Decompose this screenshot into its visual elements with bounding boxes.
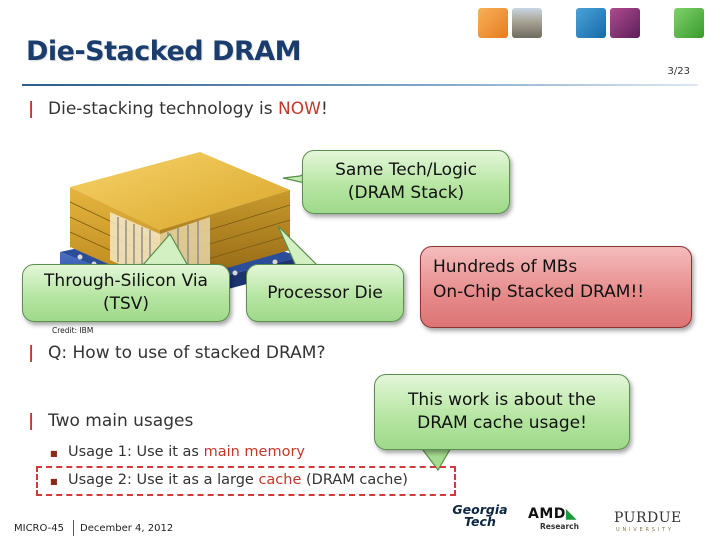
thumbnail-chip-photo xyxy=(610,8,640,38)
callout-hundreds-line2: On-Chip Stacked DRAM!! xyxy=(433,281,645,302)
callout-hundreds-mbs: Hundreds of MBs On-Chip Stacked DRAM!! xyxy=(420,246,692,328)
sub-bullet-usage-1: Usage 1: Use it as main memory xyxy=(68,444,305,460)
footer-conference: MICRO-45 xyxy=(14,523,64,534)
georgia-tech-logo-line2: Tech xyxy=(464,514,496,529)
bullet-marker: | xyxy=(28,411,35,431)
bullet-question: Q: How to use of stacked DRAM? xyxy=(48,343,326,363)
callout-same-tech-line2: (DRAM Stack) xyxy=(347,183,465,203)
dashed-highlight-box xyxy=(36,466,456,496)
amd-research-label: Research xyxy=(540,522,579,531)
callout-this-work-line1: This work is about the xyxy=(407,390,597,411)
callout-same-tech: Same Tech/Logic (DRAM Stack) xyxy=(302,150,510,214)
callout-tsv-line2: (TSV) xyxy=(102,294,150,314)
title-divider xyxy=(22,84,698,86)
thumbnail-blue xyxy=(576,8,606,38)
callout-tsv-line1: Through-Silicon Via xyxy=(44,271,208,292)
bullet-marker: | xyxy=(28,343,35,363)
sub-bullet-icon: ■ xyxy=(50,477,58,486)
purdue-logo: PURDUE xyxy=(614,510,682,526)
usage-2-suffix: (DRAM cache) xyxy=(301,472,408,488)
bullet-two-usages: Two main usages xyxy=(48,411,194,431)
bullet-die-stacking: Die-stacking technology is NOW! xyxy=(48,99,328,119)
callout-hundreds-line1: Hundreds of MBs xyxy=(433,257,578,277)
usage-1-highlight: main memory xyxy=(203,444,306,460)
footer-separator xyxy=(73,520,74,536)
sub-bullet-icon: ■ xyxy=(50,449,58,458)
amd-arrow-icon: ◣ xyxy=(565,506,578,522)
thumbnail-green xyxy=(674,8,704,38)
callout-same-tech-line1: Same Tech/Logic xyxy=(335,160,477,181)
pointer-processor xyxy=(277,225,320,267)
callout-processor-die: Processor Die xyxy=(246,264,404,322)
usage-2-prefix: Usage 2: Use it as a large xyxy=(68,472,259,488)
thumbnail-orange xyxy=(478,8,508,38)
thumbnail-campus-photo xyxy=(512,8,542,38)
bullet-text-suffix: ! xyxy=(320,99,328,119)
amd-logo-text: AMD xyxy=(528,506,566,522)
image-credit: Credit: IBM xyxy=(52,326,94,335)
header-thumbnails xyxy=(478,8,708,42)
usage-1-prefix: Usage 1: Use it as xyxy=(68,444,204,460)
bullet-highlight-now: NOW xyxy=(278,99,321,119)
bullet-marker: | xyxy=(28,99,35,119)
pointer-tsv xyxy=(140,232,190,267)
georgia-tech-logo: Georgia Tech xyxy=(447,502,513,529)
stack-top xyxy=(70,152,290,230)
bullet-text-prefix: Die-stacking technology is xyxy=(48,99,279,119)
callout-tsv: Through-Silicon Via (TSV) xyxy=(22,264,230,322)
footer-date: December 4, 2012 xyxy=(80,523,174,534)
usage-2-highlight: cache xyxy=(258,472,302,488)
amd-logo: AMD◣ xyxy=(528,506,577,522)
callout-this-work-line2: DRAM cache usage! xyxy=(417,413,587,433)
page-number: 3/23 xyxy=(667,66,690,77)
georgia-tech-logo-line1: Georgia xyxy=(452,502,508,517)
sub-bullet-usage-2: Usage 2: Use it as a large cache (DRAM c… xyxy=(68,472,408,488)
callout-processor-label: Processor Die xyxy=(267,282,383,303)
callout-this-work: This work is about the DRAM cache usage! xyxy=(374,374,630,450)
purdue-university-label: UNIVERSITY xyxy=(616,527,674,533)
slide-title: Die-Stacked DRAM xyxy=(26,36,302,67)
